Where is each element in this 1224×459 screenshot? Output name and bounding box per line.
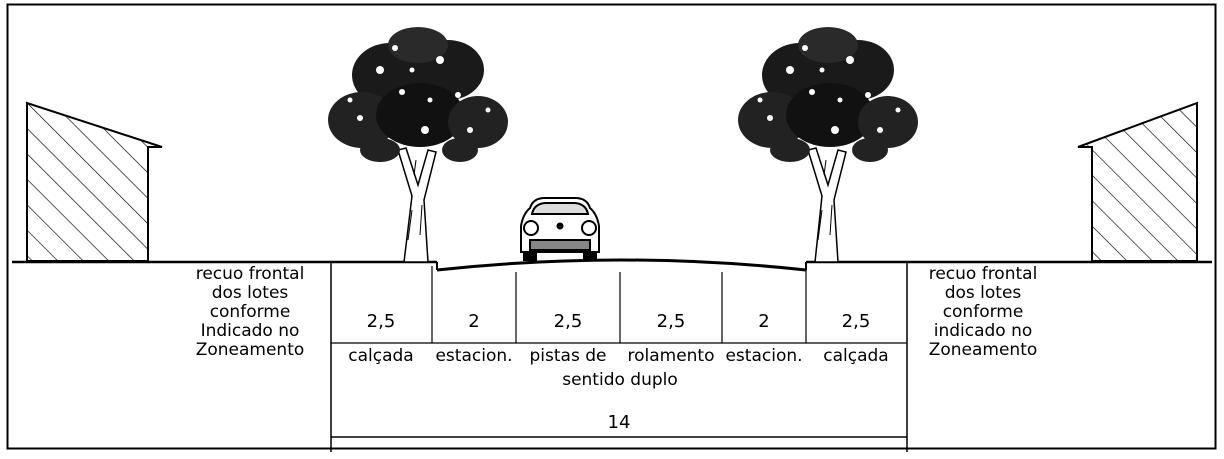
segment-value: 2,5 xyxy=(554,311,583,332)
right-note-line: indicado no xyxy=(934,321,1033,341)
segment-value: 2,5 xyxy=(657,311,686,332)
segment-label: estacion. xyxy=(435,346,512,366)
segment-label: calçada xyxy=(823,346,888,366)
right-note-line: conforme xyxy=(943,302,1024,322)
left-tree-icon xyxy=(328,27,508,263)
segment-value: 2 xyxy=(468,311,479,332)
segment-value: 2,5 xyxy=(842,311,871,332)
left-note-line: Zoneamento xyxy=(196,340,305,360)
right-building xyxy=(1077,101,1198,262)
left-setback-note: recuo frontal dos lotes conforme Indicad… xyxy=(196,264,305,360)
left-building xyxy=(26,101,163,262)
right-note-line: dos lotes xyxy=(945,283,1022,303)
left-note-line: recuo frontal xyxy=(196,264,305,284)
right-note-line: Zoneamento xyxy=(929,340,1038,360)
segment-value: 2,5 xyxy=(367,311,396,332)
segment-label: pistas de xyxy=(530,346,607,366)
segment-value: 2 xyxy=(758,311,769,332)
right-tree-icon xyxy=(738,27,918,263)
dimension-lines xyxy=(330,262,908,452)
segment-values: 2,5 2 2,5 2,5 2 2,5 xyxy=(367,311,871,332)
left-note-line: conforme xyxy=(210,302,291,322)
segment-label: calçada xyxy=(348,346,413,366)
roadway-label-line2: sentido duplo xyxy=(562,370,678,390)
right-setback-note: recuo frontal dos lotes conforme indicad… xyxy=(929,264,1038,360)
segment-label: rolamento xyxy=(627,346,714,366)
diagram-frame xyxy=(6,3,1217,450)
segment-labels: calçada estacion. pistas de rolamento es… xyxy=(348,346,888,390)
right-note-line: recuo frontal xyxy=(929,264,1038,284)
segment-label: estacion. xyxy=(725,346,802,366)
total-width-value: 14 xyxy=(608,412,631,433)
left-note-line: dos lotes xyxy=(212,283,289,303)
left-note-line: Indicado no xyxy=(201,321,300,341)
car-icon xyxy=(520,197,600,261)
